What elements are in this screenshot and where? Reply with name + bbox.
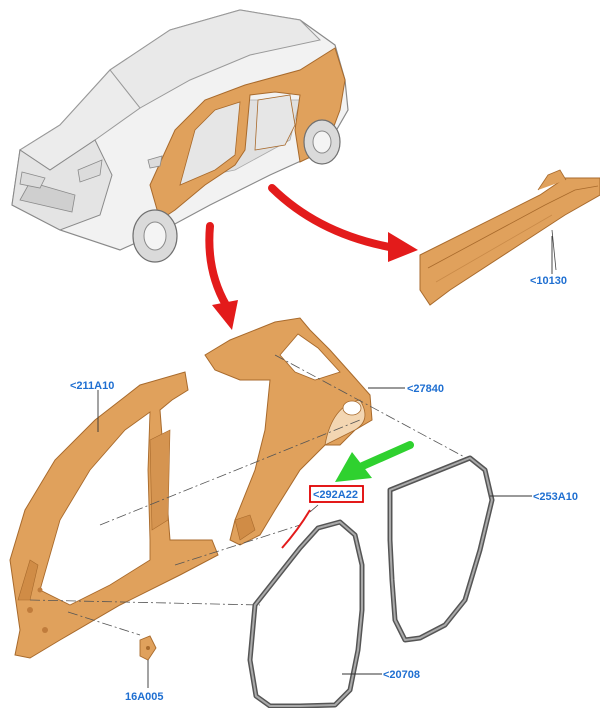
trim-strip-part [281, 504, 319, 549]
label-rocker-panel: <10130 [530, 275, 567, 287]
assembly-guide-lines [29, 354, 471, 636]
label-bracket: 16A005 [125, 691, 164, 703]
label-rear-quarter-panel: <27840 [407, 383, 444, 395]
green-indicator-arrow [335, 441, 414, 482]
car-body-illustration [11, 9, 349, 263]
bracket-part [139, 635, 157, 661]
label-rear-door-seal: <253A10 [533, 491, 578, 503]
highlight-box [309, 485, 364, 503]
red-arrow-right [268, 184, 418, 262]
label-front-door-seal: <20708 [383, 669, 420, 681]
front-side-frame-part [9, 371, 219, 659]
front-door-seal-part [247, 519, 365, 708]
label-front-side-frame: <211A10 [70, 380, 114, 392]
red-arrow-down [205, 222, 238, 330]
rocker-panel-part [419, 169, 600, 306]
rear-door-seal-part [387, 455, 495, 643]
part-labels: <10130 <211A10 <27840 <253A10 <292A22 <2… [70, 275, 578, 703]
label-trim-strip: <292A22 [313, 489, 358, 501]
leader-lines [97, 236, 553, 688]
rear-quarter-panel-part [204, 317, 373, 546]
